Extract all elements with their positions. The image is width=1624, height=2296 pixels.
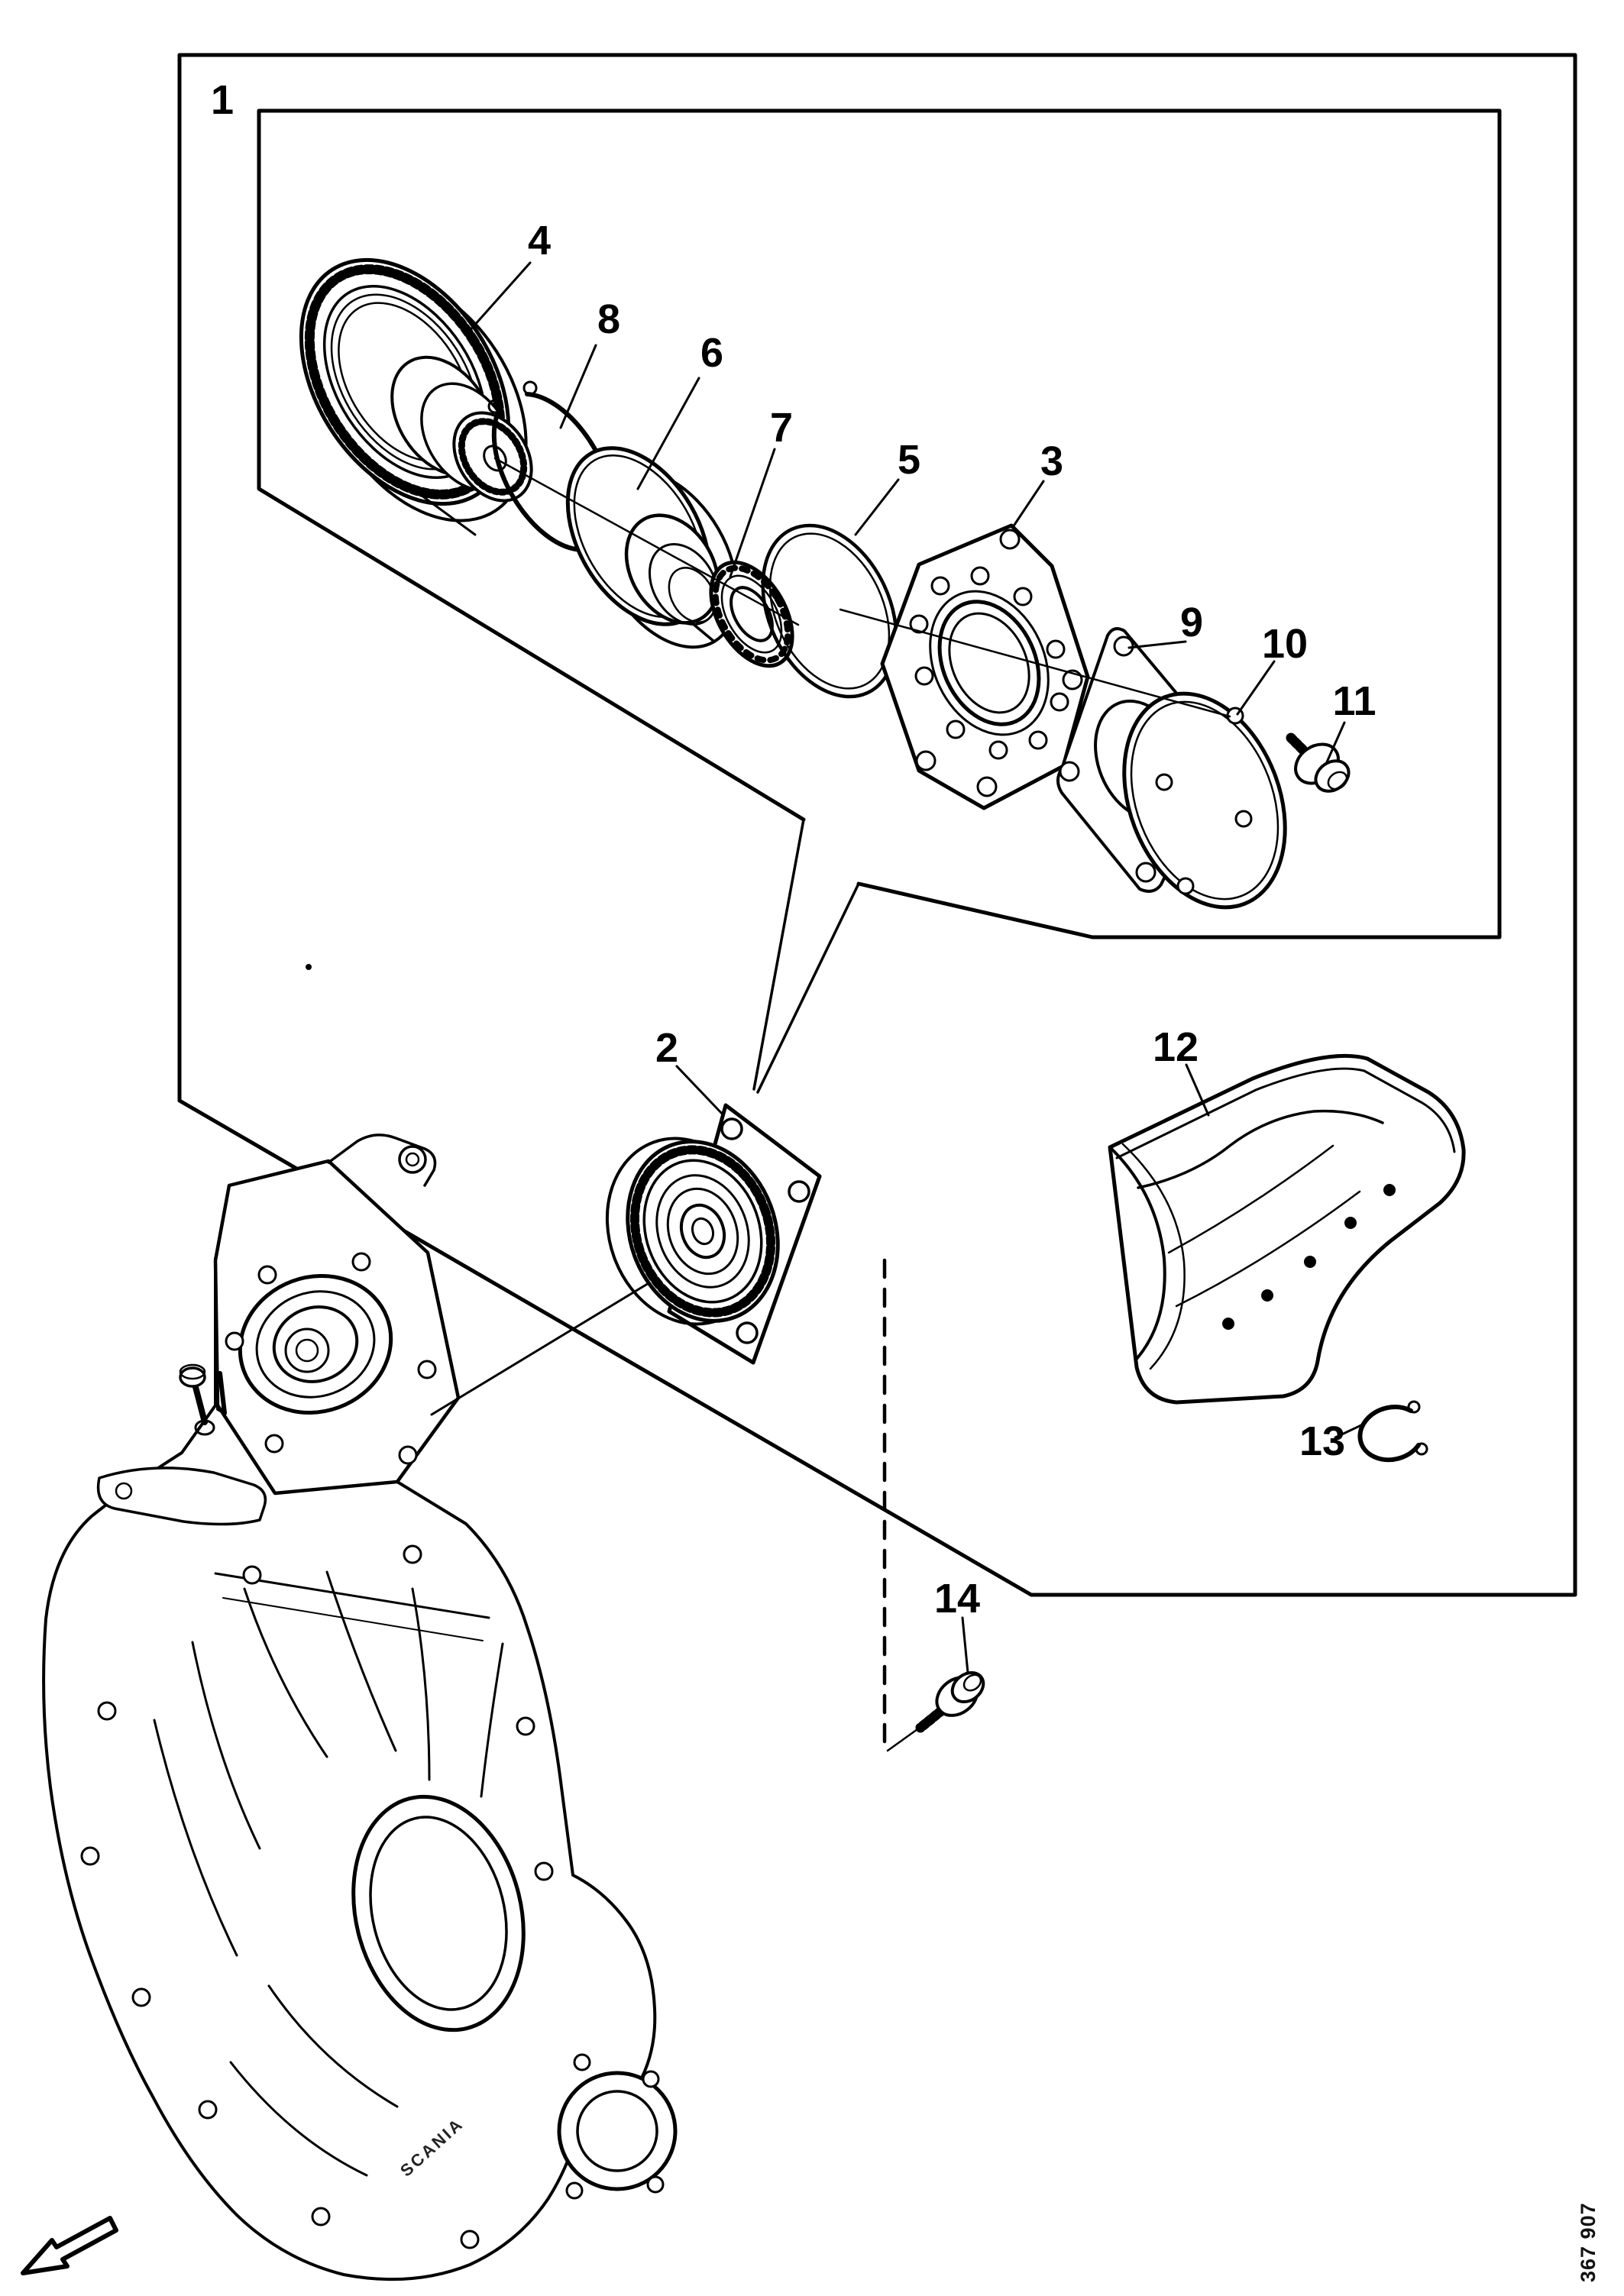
part-3-bearing-housing (880, 523, 1090, 810)
callout-leader-7 (729, 448, 776, 578)
callout-leader-8 (559, 344, 597, 429)
part-5-o-ring (761, 523, 898, 699)
callout-8: 8 (597, 296, 620, 342)
axis-line-b (839, 608, 1231, 718)
selector-arm (96, 1467, 267, 1526)
callout-5: 5 (898, 437, 920, 483)
callout-9: 9 (1180, 600, 1203, 645)
callout-7: 7 (770, 405, 793, 451)
outer-frame (177, 53, 1577, 1597)
part-11-flange-screw (1286, 732, 1351, 793)
callout-11: 11 (1332, 678, 1376, 724)
callout-2: 2 (655, 1025, 678, 1071)
callout-leader-2 (675, 1065, 725, 1117)
direction-arrow-icon (21, 2216, 118, 2275)
callout-3: 3 (1040, 438, 1063, 484)
funnel-lines (752, 818, 860, 1094)
part-12-protective-cover (1108, 1053, 1466, 1405)
inner-detail-box (257, 108, 1502, 939)
callout-14: 14 (934, 1576, 980, 1622)
callout-leader-5 (854, 478, 900, 536)
housing-studs (179, 1363, 227, 1436)
callout-1: 1 (211, 77, 234, 123)
housing-bolt-holes (80, 1544, 665, 2249)
part-14-mounting-screw (915, 1670, 985, 1733)
gearbox-housing (42, 1133, 678, 2281)
callout-leader-4 (466, 261, 532, 335)
clutch-opening (351, 1794, 526, 2032)
drawing-number: 367 907 (1577, 2202, 1600, 2282)
callout-leader-14 (961, 1616, 969, 1674)
callout-leader-6 (636, 377, 700, 490)
part-10-cover-plate (1122, 691, 1287, 910)
callout-10: 10 (1262, 621, 1308, 667)
part-13-circlip (1357, 1400, 1428, 1463)
callout-13: 13 (1299, 1418, 1345, 1464)
part-2-pto-assembly (605, 1103, 822, 1365)
callout-6: 6 (700, 330, 723, 376)
callout-leader-10 (1236, 660, 1276, 716)
print-speck (306, 964, 312, 970)
callout-4: 4 (528, 218, 551, 264)
callout-leader-3 (1011, 480, 1045, 529)
callout-leader-13 (1334, 1423, 1364, 1439)
callout-leader-9 (1127, 640, 1187, 649)
callout-leader-11 (1325, 721, 1346, 765)
callout-leader-12 (1185, 1063, 1210, 1117)
axis-line-a (493, 457, 800, 626)
callout-12: 12 (1153, 1024, 1199, 1070)
